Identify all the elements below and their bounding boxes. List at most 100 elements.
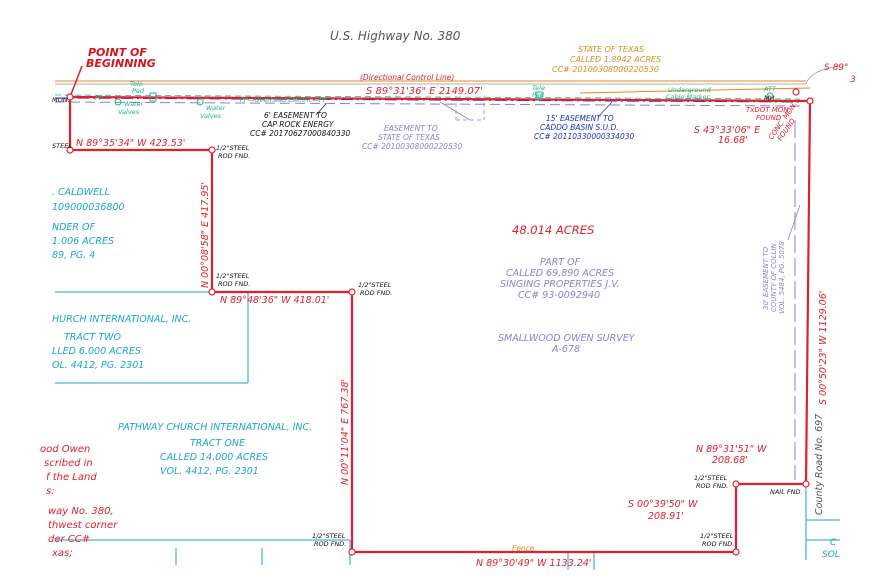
svg-text:Ped: Ped: [132, 87, 145, 95]
rod-labels: STEEL 1/2"STEEL ROD FND. 1/2"STEEL ROD F…: [52, 94, 803, 548]
corner-markers: [66, 88, 814, 556]
svg-text:CC# 20100308000220530: CC# 20100308000220530: [362, 142, 462, 151]
easement-collin: 30' EASEMENT TO COUNTY OF COLLIN VOL. 54…: [762, 241, 786, 314]
svg-text:HURCH INTERNATIONAL, INC.: HURCH INTERNATIONAL, INC.: [52, 314, 191, 325]
svg-text:STATE OF TEXAS: STATE OF TEXAS: [578, 45, 644, 54]
call-n89-31-51: N 89°31'51" W: [696, 444, 767, 455]
svg-text:der CC#: der CC#: [48, 534, 90, 545]
call-n00-08: N 00°08'58" E 417.95': [200, 182, 211, 288]
svg-text:30' EASEMENT TO: 30' EASEMENT TO: [762, 246, 770, 310]
tract-two: HURCH INTERNATIONAL, INC. TRACT TWO LLED…: [52, 314, 191, 371]
svg-text:1/2"STEEL: 1/2"STEEL: [216, 144, 250, 152]
svg-text:1.006 ACRES: 1.006 ACRES: [52, 236, 114, 247]
svg-text:ROD FND.: ROD FND.: [218, 152, 250, 160]
svg-text:Water: Water: [124, 100, 145, 108]
row-lines: [55, 65, 841, 94]
svg-text:CALLED 14.000 ACRES: CALLED 14.000 ACRES: [160, 452, 268, 463]
tract-one: PATHWAY CHURCH INTERNATIONAL, INC. TRACT…: [118, 422, 312, 477]
svg-text:CAP ROCK ENERGY: CAP ROCK ENERGY: [262, 120, 335, 129]
svg-text:PP: PP: [95, 94, 103, 102]
call-n89-31-51-dist: 208.68': [712, 455, 748, 466]
svg-text:89, PG. 4: 89, PG. 4: [52, 250, 95, 261]
c-right-label: C: [830, 538, 837, 548]
svg-text:COUNTY OF COLLIN: COUNTY OF COLLIN: [770, 242, 778, 312]
svg-text:ROD FND.: ROD FND.: [696, 482, 728, 490]
svg-text:way No. 380,: way No. 380,: [48, 506, 114, 517]
corner-ne-top: S 89°: [824, 63, 849, 73]
svg-text:ROD FND.: ROD FND.: [360, 289, 392, 297]
svg-text:thwest corner: thwest corner: [48, 520, 118, 531]
pob-line1: POINT OF: [88, 46, 147, 59]
boundary-spur: [69, 65, 83, 98]
svg-text:1/2"STEEL: 1/2"STEEL: [358, 281, 392, 289]
svg-text:CALLED 1.8942 ACRES: CALLED 1.8942 ACRES: [570, 55, 661, 64]
svg-text:ROD FND.: ROD FND.: [702, 540, 734, 548]
mon-left: MON.: [52, 96, 70, 104]
svg-text:1/2"STEEL: 1/2"STEEL: [216, 272, 250, 280]
svg-text:CADDO BASIN S.U.D.: CADDO BASIN S.U.D.: [540, 123, 619, 132]
corner-ne-num: 3: [850, 75, 856, 85]
svg-text:1/2"STEEL: 1/2"STEEL: [700, 532, 734, 540]
svg-text:STATE OF TEXAS: STATE OF TEXAS: [378, 133, 440, 142]
county-road: County Road No. 697: [814, 414, 825, 515]
svg-text:CC# 20100308000220530: CC# 20100308000220530: [552, 65, 659, 74]
svg-text:. CALDWELL: . CALDWELL: [52, 187, 110, 198]
call-n00-11: N 00°11'04" E 767.38': [340, 379, 351, 485]
call-s00-39-dist: 208.91': [648, 511, 684, 522]
svg-text:VOL. 4412, PG. 2301: VOL. 4412, PG. 2301: [160, 466, 259, 477]
call-s00-50: S 00°50'23" W 1129.06': [818, 291, 829, 405]
call-s00-39: S 00°39'50" W: [628, 499, 698, 510]
svg-text:LLED 6.000 ACRES: LLED 6.000 ACRES: [52, 346, 141, 357]
svg-text:SMALLWOOD OWEN SURVEY: SMALLWOOD OWEN SURVEY: [498, 333, 636, 344]
call-south: N 89°30'49" W 1133.24': [476, 558, 591, 569]
highway-title: U.S. Highway No. 380: [330, 29, 461, 43]
svg-text:NDER OF: NDER OF: [52, 222, 96, 233]
fence-label: Fence: [512, 544, 535, 553]
svg-text:TRACT ONE: TRACT ONE: [190, 438, 245, 449]
adjoining-lot-lines: [55, 291, 840, 570]
svg-text:f the Land: f the Land: [46, 472, 97, 483]
svg-text:PART OF: PART OF: [540, 257, 581, 268]
svg-text:109000036800: 109000036800: [52, 202, 125, 213]
svg-text:s:: s:: [46, 486, 55, 497]
svg-text:EASEMENT TO: EASEMENT TO: [384, 124, 438, 133]
legal-description: ood Owen scribed in f the Land s: way No…: [40, 444, 118, 559]
svg-text:NAIL FND.: NAIL FND.: [770, 488, 803, 496]
acres-title: 48.014 ACRES: [512, 223, 594, 237]
svg-text:STEEL: STEEL: [52, 142, 72, 150]
svg-text:TRACT TWO: TRACT TWO: [64, 332, 122, 343]
part-of-label: PART OF CALLED 69.890 ACRES SINGING PROP…: [500, 257, 620, 301]
svg-text:MH: MH: [764, 94, 775, 102]
call-s43-dist: 16.68': [718, 135, 748, 146]
svg-text:A-678: A-678: [551, 344, 580, 355]
svg-text:Valves: Valves: [118, 108, 140, 116]
caldwell-tract: . CALDWELL 109000036800 NDER OF 1.006 AC…: [52, 187, 125, 261]
svg-text:PP—Overhead Electric—PP: PP—Overhead Electric—PP: [240, 96, 327, 104]
sol-label: SOL: [822, 550, 840, 560]
easement-cap-rock: 6' EASEMENT TO CAP ROCK ENERGY CC# 20170…: [250, 111, 350, 138]
svg-text:ATT: ATT: [763, 85, 777, 93]
pob-line2: BEGINNING: [86, 57, 156, 70]
svg-text:ood Owen: ood Owen: [40, 444, 90, 455]
svg-text:CC# 20110330000334030: CC# 20110330000334030: [534, 132, 634, 141]
easement-state: EASEMENT TO STATE OF TEXAS CC# 201003080…: [362, 124, 462, 151]
svg-text:CC# 93-0092940: CC# 93-0092940: [518, 290, 600, 301]
survey-label: SMALLWOOD OWEN SURVEY A-678: [498, 333, 636, 355]
svg-text:15' EASEMENT TO: 15' EASEMENT TO: [546, 114, 614, 123]
utility-symbols: [114, 91, 774, 106]
svg-text:Cable Marker: Cable Marker: [666, 93, 711, 101]
svg-text:1/2"STEEL: 1/2"STEEL: [312, 532, 346, 540]
call-north: S 89°31'36" E 2149.07': [366, 86, 483, 97]
svg-text:PATHWAY CHURCH INTERNATIONAL,: PATHWAY CHURCH INTERNATIONAL, INC.: [118, 422, 312, 433]
svg-text:ROD FND.: ROD FND.: [314, 540, 346, 548]
svg-text:Valves: Valves: [200, 112, 222, 120]
directional-control-line: (Directional Control Line): [360, 73, 454, 82]
txdot-mon: TxDOT MON.: [746, 106, 791, 114]
easement-caddo: 15' EASEMENT TO CADDO BASIN S.U.D. CC# 2…: [534, 114, 634, 141]
svg-text:OL. 4412, PG. 2301: OL. 4412, PG. 2301: [52, 360, 144, 371]
svg-text:1/2"STEEL: 1/2"STEEL: [694, 474, 728, 482]
svg-text:SINGING PROPERTIES J.V.: SINGING PROPERTIES J.V.: [500, 279, 620, 290]
svg-text:CC# 20170627000840330: CC# 20170627000840330: [250, 129, 350, 138]
svg-text:VOL. 5484, PG. 5078: VOL. 5484, PG. 5078: [778, 241, 786, 314]
